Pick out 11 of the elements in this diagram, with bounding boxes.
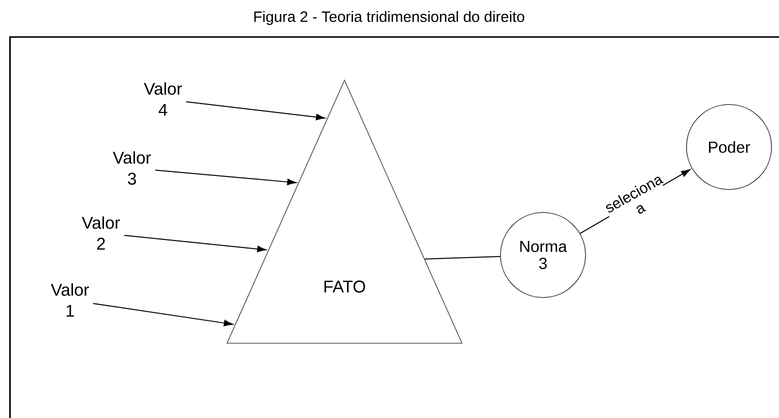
value-label: Valor 4 (144, 82, 182, 116)
arrow (186, 101, 326, 120)
value-label: Valor 3 (112, 151, 151, 185)
figure-title: Figura 2 - Teoria tridimensional do direito (254, 11, 524, 25)
circle-node: Norma 3 (500, 212, 586, 298)
circle-node: Poder (686, 104, 772, 190)
value-label: Valor 2 (82, 216, 120, 250)
value-label: Valor 1 (50, 283, 89, 317)
arrow (124, 234, 266, 252)
arrow (92, 302, 233, 326)
arrow (154, 170, 296, 186)
